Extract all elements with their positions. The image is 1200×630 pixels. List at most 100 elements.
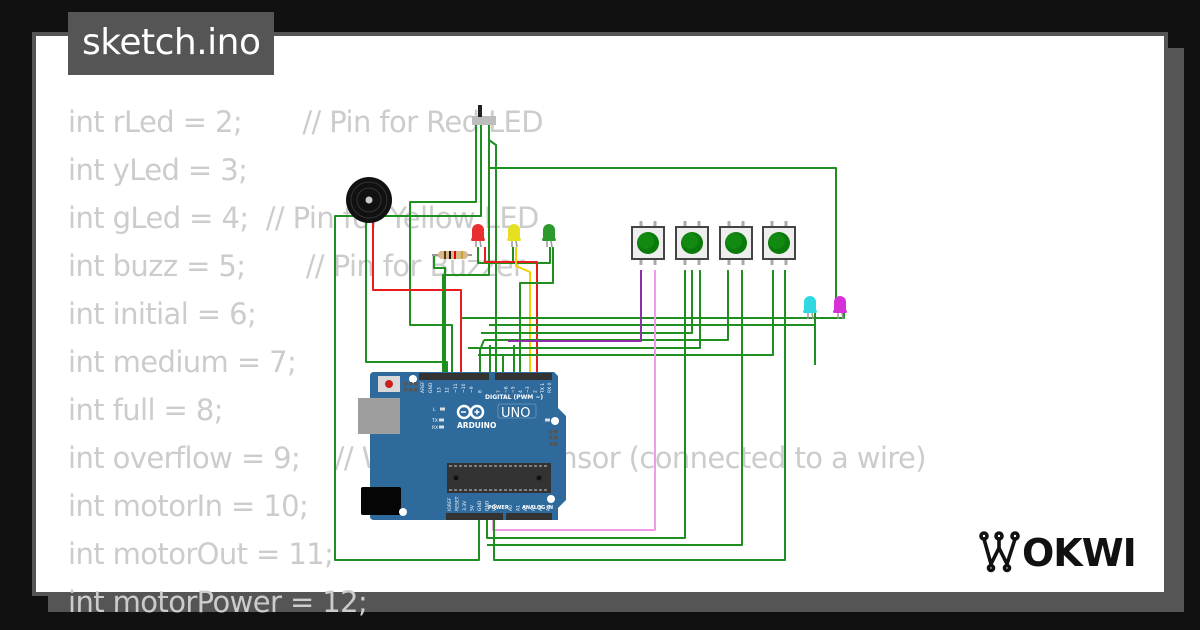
buzzer-ring-outer	[350, 181, 388, 219]
digital-header-high	[419, 373, 489, 380]
wire-green[interactable]	[409, 125, 477, 372]
led-leg	[841, 312, 844, 320]
file-tab[interactable]: sketch.ino	[68, 12, 275, 75]
arduino-infinity-logo	[456, 404, 485, 420]
pin-label: A2	[523, 505, 529, 511]
pin-label: ~11	[453, 383, 459, 393]
wire-green[interactable]	[519, 247, 554, 372]
pin-label: Vin	[492, 504, 498, 511]
button-leg	[653, 221, 657, 227]
indicator-label: TX	[431, 418, 438, 424]
mount-hole	[409, 375, 417, 383]
code-line: int motorPower = 12;	[68, 585, 368, 619]
wire-green[interactable]	[334, 125, 482, 561]
led-red[interactable]	[471, 224, 485, 248]
indicator-label: ON	[551, 418, 558, 424]
wire-green[interactable]	[493, 270, 786, 561]
button-leg	[697, 221, 701, 227]
mount-hole	[399, 508, 407, 516]
led-yellow[interactable]	[507, 224, 521, 248]
wire-green[interactable]	[442, 125, 490, 372]
led-rim	[803, 310, 817, 313]
wokwi-logo[interactable]: OKWI	[978, 528, 1150, 576]
reset-button[interactable]	[385, 380, 393, 388]
pushbutton-2[interactable]	[675, 221, 709, 265]
icsp-pin	[414, 382, 418, 386]
arduino-uno[interactable]: DIGITAL (PWM ~) POWER ANALOG IN ARDUINO …	[358, 372, 566, 520]
wire-green[interactable]	[489, 167, 837, 310]
button-leg	[770, 259, 774, 265]
pin-label: 13	[436, 387, 442, 393]
wire-green[interactable]	[478, 270, 774, 356]
led-body	[508, 224, 520, 241]
switch-body	[472, 116, 496, 125]
microcontroller-chip	[447, 463, 551, 493]
indicator-label: L	[433, 407, 436, 413]
analog-header	[506, 513, 552, 520]
pin-label: A5	[546, 505, 552, 511]
pin-label: A3	[531, 505, 537, 511]
pushbutton-1[interactable]	[631, 221, 665, 265]
led-green[interactable]	[542, 224, 556, 248]
led-body	[834, 296, 846, 313]
led-leg	[515, 240, 518, 248]
icsp-pin	[409, 382, 413, 386]
button-leg	[683, 221, 687, 227]
icsp-pin	[554, 430, 558, 434]
switch-handle[interactable]	[478, 105, 482, 117]
wire-green[interactable]	[468, 270, 701, 349]
power-label: POWER	[488, 505, 509, 511]
resistor-body	[438, 251, 468, 259]
mount-hole	[551, 417, 559, 425]
wire-green[interactable]	[488, 139, 497, 372]
pushbutton-3[interactable]	[719, 221, 753, 265]
code-line: int motorOut = 11;	[68, 537, 334, 571]
button-leg	[697, 259, 701, 265]
mount-hole	[547, 495, 555, 503]
button-cap-highlight	[726, 233, 742, 249]
wire-green[interactable]	[461, 305, 845, 319]
wire-green[interactable]	[486, 270, 686, 539]
analog-label: ANALOG IN	[522, 505, 553, 511]
icsp-pin	[414, 388, 418, 392]
led-cyan[interactable]	[803, 296, 817, 320]
pin-label: RX 0	[547, 382, 553, 393]
pin-label: 2	[533, 390, 539, 393]
led-rim	[833, 310, 847, 313]
resistor[interactable]	[432, 251, 472, 259]
slide-switch[interactable]	[472, 105, 496, 125]
pin-label: A4	[538, 505, 544, 511]
wire-green[interactable]	[481, 270, 693, 334]
wire-purple[interactable]	[508, 270, 642, 342]
button-cap-highlight	[769, 233, 785, 249]
pin-label: ~6	[503, 386, 509, 393]
led-leg	[811, 312, 814, 320]
arduino-brand: ARDUINO	[457, 421, 496, 430]
resistor-band-4	[461, 251, 463, 259]
icsp-header-2	[549, 430, 558, 446]
code-line: int medium = 7;	[68, 345, 297, 379]
pushbutton-4[interactable]	[762, 221, 796, 265]
icsp-pin	[404, 382, 408, 386]
led-magenta[interactable]	[833, 296, 847, 320]
chip-dot	[536, 475, 542, 481]
buzzer[interactable]	[346, 177, 392, 223]
pin-label: 4	[518, 390, 524, 393]
led-leg	[550, 240, 553, 248]
wokwi-logo-text: OKWI	[1022, 531, 1136, 575]
wire-green[interactable]	[365, 222, 448, 372]
leds	[471, 224, 847, 320]
chip-dot	[453, 475, 459, 481]
pin-label: GND	[485, 500, 491, 511]
code-line: int initial = 6;	[68, 297, 257, 331]
pin-label: AREF	[420, 381, 426, 393]
wire-green[interactable]	[487, 270, 743, 546]
button-leg	[727, 221, 731, 227]
button-leg	[727, 259, 731, 265]
wire-red[interactable]	[372, 222, 462, 372]
wire-yellow[interactable]	[515, 247, 531, 372]
wire-green[interactable]	[479, 339, 485, 372]
pin-label: TX 1	[540, 383, 546, 394]
